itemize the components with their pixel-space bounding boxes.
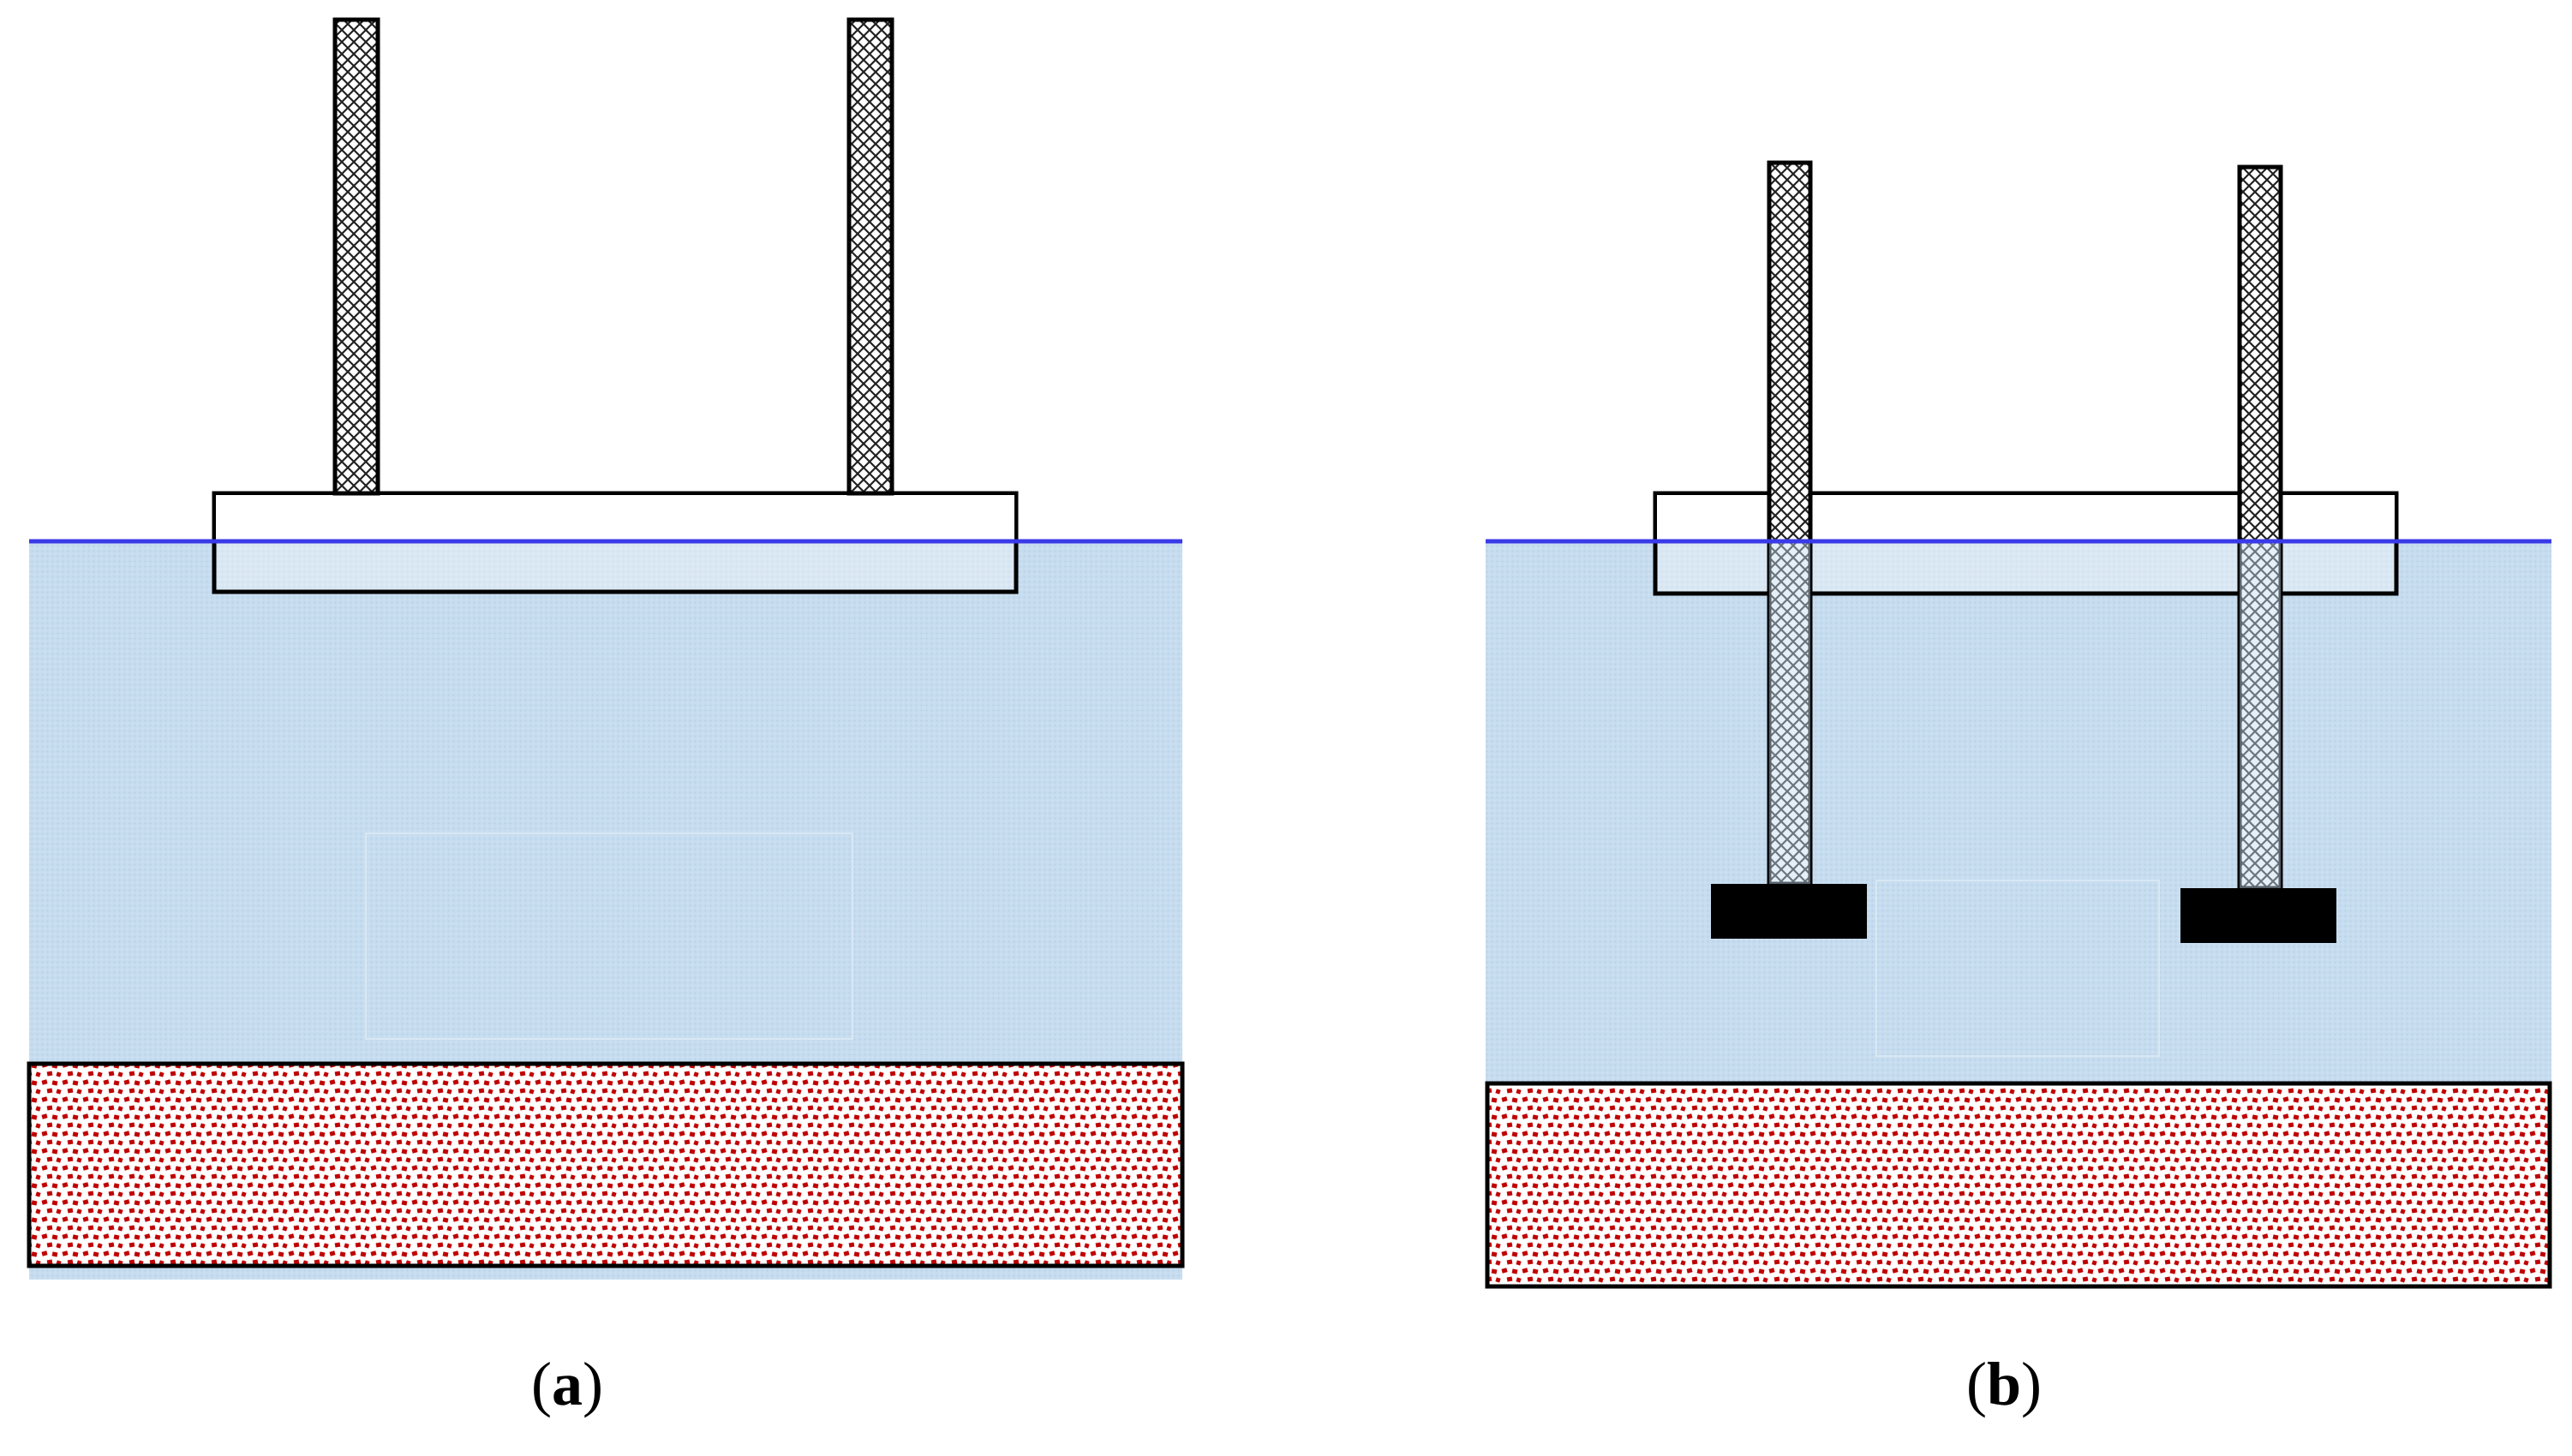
lattice-pole-right bbox=[846, 17, 894, 496]
caption-close-paren: ) bbox=[582, 1350, 603, 1418]
panel-b bbox=[1485, 160, 2552, 1289]
caption-close-paren: ) bbox=[2021, 1350, 2043, 1418]
seabed-layer bbox=[27, 1061, 1185, 1268]
lattice-pole-left bbox=[332, 17, 380, 496]
submerged-tint-left bbox=[1769, 541, 1810, 884]
panel-a bbox=[27, 17, 1185, 1280]
caption-open-paren: ( bbox=[531, 1350, 552, 1418]
submerged-tint-right bbox=[2240, 541, 2281, 888]
caption-letter: a bbox=[551, 1350, 583, 1418]
heave-plate-right bbox=[2180, 888, 2336, 943]
water-body bbox=[1486, 541, 2551, 1084]
lattice-pole-left bbox=[1767, 160, 1813, 886]
seabed-layer bbox=[1485, 1081, 2552, 1289]
caption-open-paren: ( bbox=[1966, 1350, 1987, 1418]
faint-box bbox=[1875, 880, 2160, 1057]
caption-letter: b bbox=[1986, 1350, 2022, 1418]
caption-a: (a) bbox=[531, 1353, 603, 1415]
caption-b: (b) bbox=[1966, 1353, 2042, 1415]
platform-above-water bbox=[216, 495, 1014, 540]
faint-box bbox=[365, 832, 853, 1040]
lattice-pole-right bbox=[2237, 164, 2283, 891]
heave-plate-left bbox=[1711, 884, 1867, 939]
